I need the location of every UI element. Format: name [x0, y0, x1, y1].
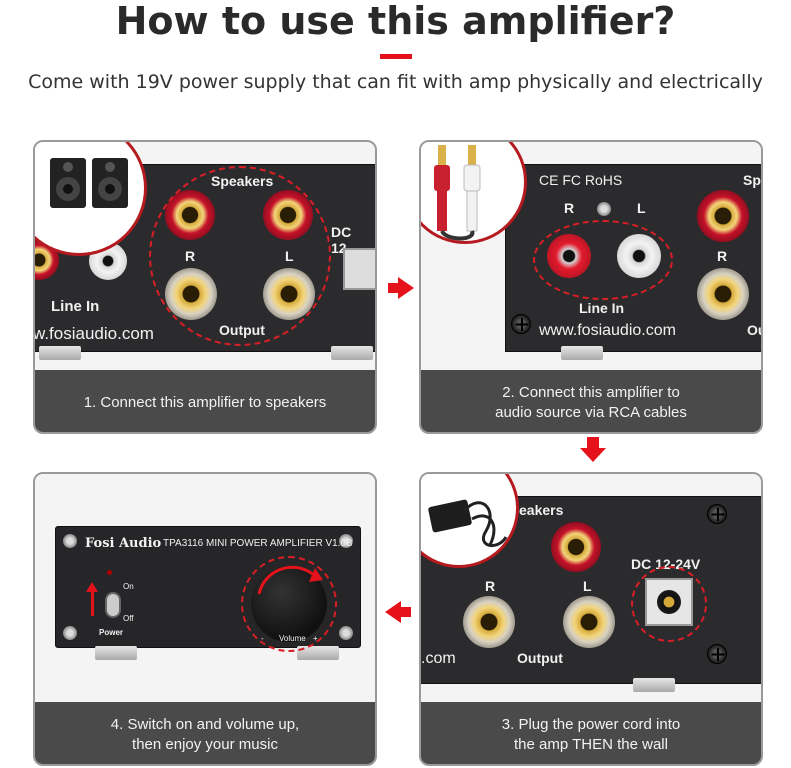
power-adapter-zoom [421, 474, 519, 568]
caption-line-1: 4. Switch on and volume up, [110, 716, 300, 733]
step-1-panel: Line In w.fosiaudio.com Speakers R L Out… [33, 140, 377, 434]
volume-minus-label: - [261, 634, 264, 643]
r-label: R [485, 578, 496, 594]
l-label: L [637, 200, 646, 216]
caption-line-2: then enjoy your music [132, 736, 278, 753]
rca-cable-icon [434, 145, 481, 241]
speaker-icon [50, 158, 128, 208]
r2-label: R [717, 248, 728, 264]
cert-label: CE FC RoHS [539, 172, 623, 188]
speakers-partial-label: Spe [743, 172, 761, 188]
caption-line-1: 1. Connect this amplifier to speakers [83, 394, 327, 411]
caption-line-2: the amp THEN the wall [514, 736, 668, 753]
step-2-panel: CE FC RoHS R L Line In www.fosiaudio.com… [419, 140, 763, 434]
step-4-photo: Fosi Audio TPA3116 MINI POWER AMPLIFIER … [35, 474, 375, 702]
power-switch[interactable] [105, 592, 121, 618]
brand-label: Fosi Audio [85, 536, 162, 551]
volume-arrow-icon [257, 565, 323, 595]
on-label: On [123, 582, 134, 591]
line-in-label: Line In [51, 298, 100, 315]
arrow-right-icon [388, 277, 414, 299]
speaker-terminal-r-red [551, 522, 601, 572]
step-3-photo: eakers R L Output .com DC 12-24V [421, 474, 761, 702]
step-4-caption: 4. Switch on and volume up, then enjoy y… [35, 702, 375, 764]
power-adapter-icon [428, 499, 508, 547]
caption-line-2: audio source via RCA cables [495, 404, 687, 421]
title-underline [380, 54, 412, 59]
caption-line-1: 3. Plug the power cord into [501, 716, 681, 733]
page-subtitle: Come with 19V power supply that can fit … [28, 71, 763, 93]
step-3-caption: 3. Plug the power cord into the amp THEN… [421, 702, 761, 764]
highlight-ellipse [533, 220, 673, 300]
dc-highlight [631, 566, 707, 642]
speaker-terminal-red [697, 190, 749, 242]
speaker-terminal-r-black [463, 596, 515, 648]
step-2-caption: 2. Connect this amplifier to audio sourc… [421, 370, 761, 432]
caption-line-1: 2. Connect this amplifier to [502, 384, 680, 401]
r-label: R [564, 200, 575, 216]
knob-highlight [241, 556, 337, 652]
speakers-partial-label: eakers [519, 502, 564, 518]
step-4-panel: Fosi Audio TPA3116 MINI POWER AMPLIFIER … [33, 472, 377, 766]
url-label: w.fosiaudio.com [33, 324, 154, 343]
step-1-caption: 1. Connect this amplifier to speakers [35, 370, 375, 432]
off-label: Off [123, 614, 134, 623]
speaker-zoom [35, 142, 147, 256]
model-label: TPA3116 MINI POWER AMPLIFIER V1.0B [163, 538, 353, 549]
line-in-label: Line In [579, 300, 625, 316]
speaker-terminal-l-black [563, 596, 615, 648]
output-partial-label: Ou [747, 322, 761, 338]
page-title: How to use this amplifier? [115, 0, 676, 43]
power-label: Power [99, 628, 124, 637]
volume-plus-label: + [313, 634, 318, 643]
l-label: L [583, 578, 592, 594]
arrow-down-icon [580, 437, 606, 462]
url-label: .com [421, 650, 456, 667]
highlight-circle [149, 166, 331, 346]
output-label: Output [517, 650, 563, 666]
speaker-terminal-black [697, 268, 749, 320]
volume-label: Volume [279, 634, 306, 643]
step-3-panel: eakers R L Output .com DC 12-24V 3. Plug… [419, 472, 763, 766]
step-2-photo: CE FC RoHS R L Line In www.fosiaudio.com… [421, 142, 761, 370]
arrow-left-icon [385, 601, 411, 623]
step-1-photo: Line In w.fosiaudio.com Speakers R L Out… [35, 142, 375, 370]
url-label: www.fosiaudio.com [539, 322, 676, 339]
